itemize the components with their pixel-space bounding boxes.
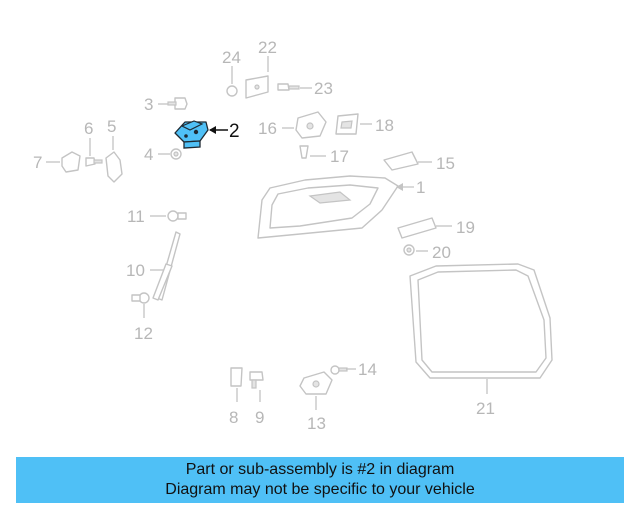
callout-16: 16 [258, 119, 277, 138]
part-7-cover [61, 151, 81, 173]
part-21-weatherstrip [409, 263, 553, 379]
callout-7: 7 [33, 153, 42, 172]
callout-20: 20 [432, 243, 451, 262]
part-6-fastener [85, 157, 103, 167]
callout-10: 10 [126, 261, 145, 280]
callout-24: 24 [222, 48, 241, 67]
callout-1: 1 [416, 178, 425, 197]
banner-line-1: Part or sub-assembly is #2 in diagram [185, 461, 455, 478]
part-13-striker [299, 371, 333, 395]
callout-6: 6 [84, 119, 93, 138]
callout-5: 5 [107, 117, 116, 136]
part-15-handle [383, 151, 419, 171]
notice-banner: Part or sub-assembly is #2 in diagram Di… [16, 457, 624, 503]
callout-13: 13 [307, 414, 326, 433]
callout-17: 17 [330, 147, 349, 166]
part-16-latch [295, 111, 327, 139]
part-12-ball-stud [131, 292, 150, 304]
part-14-bolt [330, 365, 348, 375]
part-8-bumper [230, 367, 243, 387]
part-17-stud [299, 145, 309, 159]
banner-line-2: Diagram may not be specific to your vehi… [165, 481, 475, 498]
part-18-switch [335, 113, 359, 135]
part-22-bracket [245, 75, 269, 99]
part-24-clip [226, 85, 238, 97]
callout-12: 12 [134, 324, 153, 343]
callout-22: 22 [258, 38, 277, 57]
callout-4: 4 [144, 145, 153, 164]
callout-3: 3 [144, 95, 153, 114]
callout-2: 2 [229, 121, 240, 142]
callout-18: 18 [375, 116, 394, 135]
part-3-bolt [167, 97, 188, 110]
part-5-bracket [105, 151, 123, 183]
callout-21: 21 [476, 399, 495, 418]
callout-9: 9 [255, 408, 264, 427]
part-9-bolt [249, 371, 264, 389]
callout-11: 11 [127, 207, 145, 226]
part-19-trim [397, 217, 437, 239]
part-2-hinge [174, 120, 209, 149]
part-20-nut [403, 244, 415, 256]
parts-diagram: 1 2 3 4 5 6 7 11 [33, 38, 553, 433]
part-1-liftgate-panel [257, 175, 399, 239]
part-10-gas-strut [152, 231, 181, 301]
part-4-nut [170, 148, 182, 160]
part-23-screw [277, 83, 300, 91]
callout-23: 23 [314, 79, 333, 98]
callout-15: 15 [436, 154, 455, 173]
callout-14: 14 [358, 360, 377, 379]
callout-8: 8 [229, 408, 238, 427]
part-11-strut-mount [167, 210, 187, 222]
callout-19: 19 [456, 218, 475, 237]
